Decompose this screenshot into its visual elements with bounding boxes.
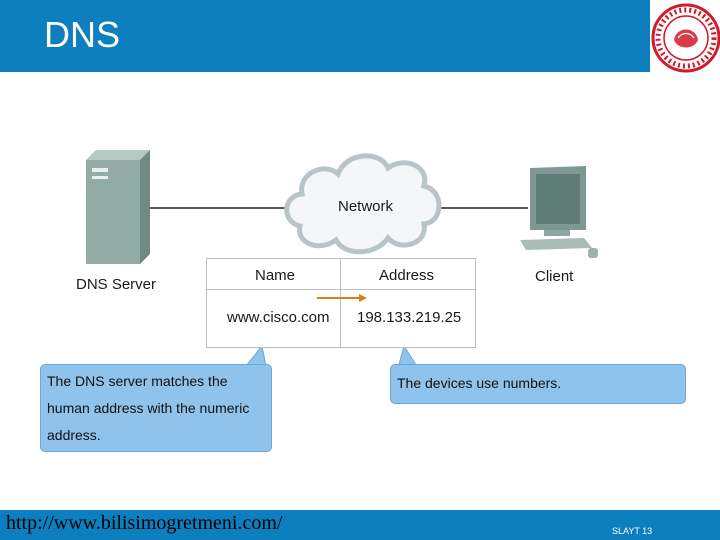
- callout-left: The DNS server matches the human address…: [40, 364, 272, 452]
- table-cell-name: www.cisco.com: [227, 309, 330, 326]
- mapping-arrow-icon: [317, 294, 367, 302]
- dns-server-label: DNS Server: [76, 276, 157, 293]
- university-logo: [650, 0, 720, 76]
- slide-title: DNS: [44, 14, 121, 55]
- table-header-name: Name: [255, 267, 296, 284]
- callout-left-tail: [244, 344, 267, 367]
- client-computer-icon: [520, 166, 598, 258]
- callout-right: The devices use numbers.: [390, 364, 686, 404]
- callout-left-line-2: human address with the numeric: [47, 400, 250, 416]
- university-seal-icon: [651, 3, 720, 73]
- network-cloud-icon: [284, 153, 442, 255]
- title-bar: DNS: [0, 0, 720, 72]
- dns-server-icon: [86, 150, 150, 264]
- table-header-address: Address: [379, 267, 435, 284]
- table-divider: [207, 289, 475, 290]
- client-label: Client: [535, 268, 574, 285]
- footer-bar: http://www.bilisimogretmeni.com/ SLAYT 1…: [0, 510, 720, 540]
- callout-right-text: The devices use numbers.: [397, 375, 562, 391]
- slide-number: SLAYT 13: [612, 526, 653, 536]
- callout-left-line-1: The DNS server matches the: [47, 373, 228, 389]
- table-cell-address: 198.133.219.25: [357, 309, 462, 326]
- dns-table: Name Address www.cisco.com 198.133.219.2…: [206, 258, 476, 348]
- footer-url: http://www.bilisimogretmeni.com/: [6, 512, 283, 534]
- network-label: Network: [338, 198, 394, 215]
- table-column-divider: [340, 259, 341, 347]
- callout-left-line-3: address.: [47, 427, 101, 443]
